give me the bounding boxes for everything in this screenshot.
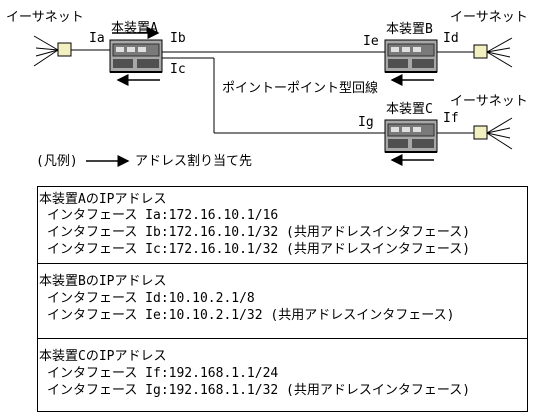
device-c-if-g: インタフェース Ig:192.168.1.1/32 (共用アドレスインタフェース… xyxy=(47,383,471,398)
interface-f-label: If xyxy=(443,111,459,126)
device-a-if-a: インタフェース Ia:172.16.10.1/16 xyxy=(47,208,279,223)
interface-a-label: Ia xyxy=(89,31,105,46)
ethernet-left-wires xyxy=(33,35,59,67)
device-b-address-section: 本装置BのIPアドレス インタフェース Id:10.10.2.1/8 インタフェ… xyxy=(38,263,527,339)
interface-e-label: Ie xyxy=(363,34,379,49)
ethernet-left-hub xyxy=(57,42,72,57)
legend-prefix: (凡例) xyxy=(36,154,78,169)
device-c-label: 本装置C xyxy=(386,102,433,117)
device-c-address-section: 本装置CのIPアドレス インタフェース If:192.168.1.1/24 イン… xyxy=(38,338,527,412)
ethernet-right-c-wires xyxy=(486,117,513,150)
device-b-address-title: 本装置BのIPアドレス xyxy=(39,274,167,289)
interface-c-label: Ic xyxy=(170,62,186,77)
ip-address-table: 本装置AのIPアドレス インタフェース Ia:172.16.10.1/16 イン… xyxy=(37,186,528,412)
ethernet-right-c-label: イーサネット xyxy=(450,94,528,109)
device-a-if-b: インタフェース Ib:172.16.10.1/32 (共用アドレスインタフェース… xyxy=(47,225,471,240)
ethernet-right-b-label: イーサネット xyxy=(450,10,528,25)
device-b-icon xyxy=(384,39,438,73)
device-a-address-title: 本装置AのIPアドレス xyxy=(39,192,167,207)
legend-text: アドレス割り当て先 xyxy=(135,154,253,169)
p2p-line-label: ポイントーポイント型回線 xyxy=(222,81,379,96)
device-a-icon xyxy=(109,39,163,73)
network-diagram xyxy=(33,27,513,167)
ethernet-left-label: イーサネット xyxy=(6,10,84,25)
device-b-if-d: インタフェース Id:10.10.2.1/8 xyxy=(47,291,255,306)
device-a-if-c: インタフェース Ic:172.16.10.1/32 (共用アドレスインタフェース… xyxy=(47,242,471,257)
ethernet-right-b-wires xyxy=(486,37,513,68)
device-b-if-e: インタフェース Ie:10.10.2.1/32 (共用アドレスインタフェース) xyxy=(47,308,455,323)
ethernet-right-c-hub xyxy=(473,125,488,140)
device-c-icon xyxy=(384,119,438,153)
interface-d-label: Id xyxy=(443,31,459,46)
ethernet-right-b-hub xyxy=(473,44,488,59)
device-c-if-f: インタフェース If:192.168.1.1/24 xyxy=(47,366,279,381)
interface-b-label: Ib xyxy=(170,31,186,46)
interface-g-label: Ig xyxy=(358,115,374,130)
device-a-label: 本装置A xyxy=(111,21,158,36)
device-a-address-section: 本装置AのIPアドレス インタフェース Ia:172.16.10.1/16 イン… xyxy=(38,187,527,263)
device-c-address-title: 本装置CのIPアドレス xyxy=(39,349,167,364)
device-b-label: 本装置B xyxy=(386,22,433,37)
